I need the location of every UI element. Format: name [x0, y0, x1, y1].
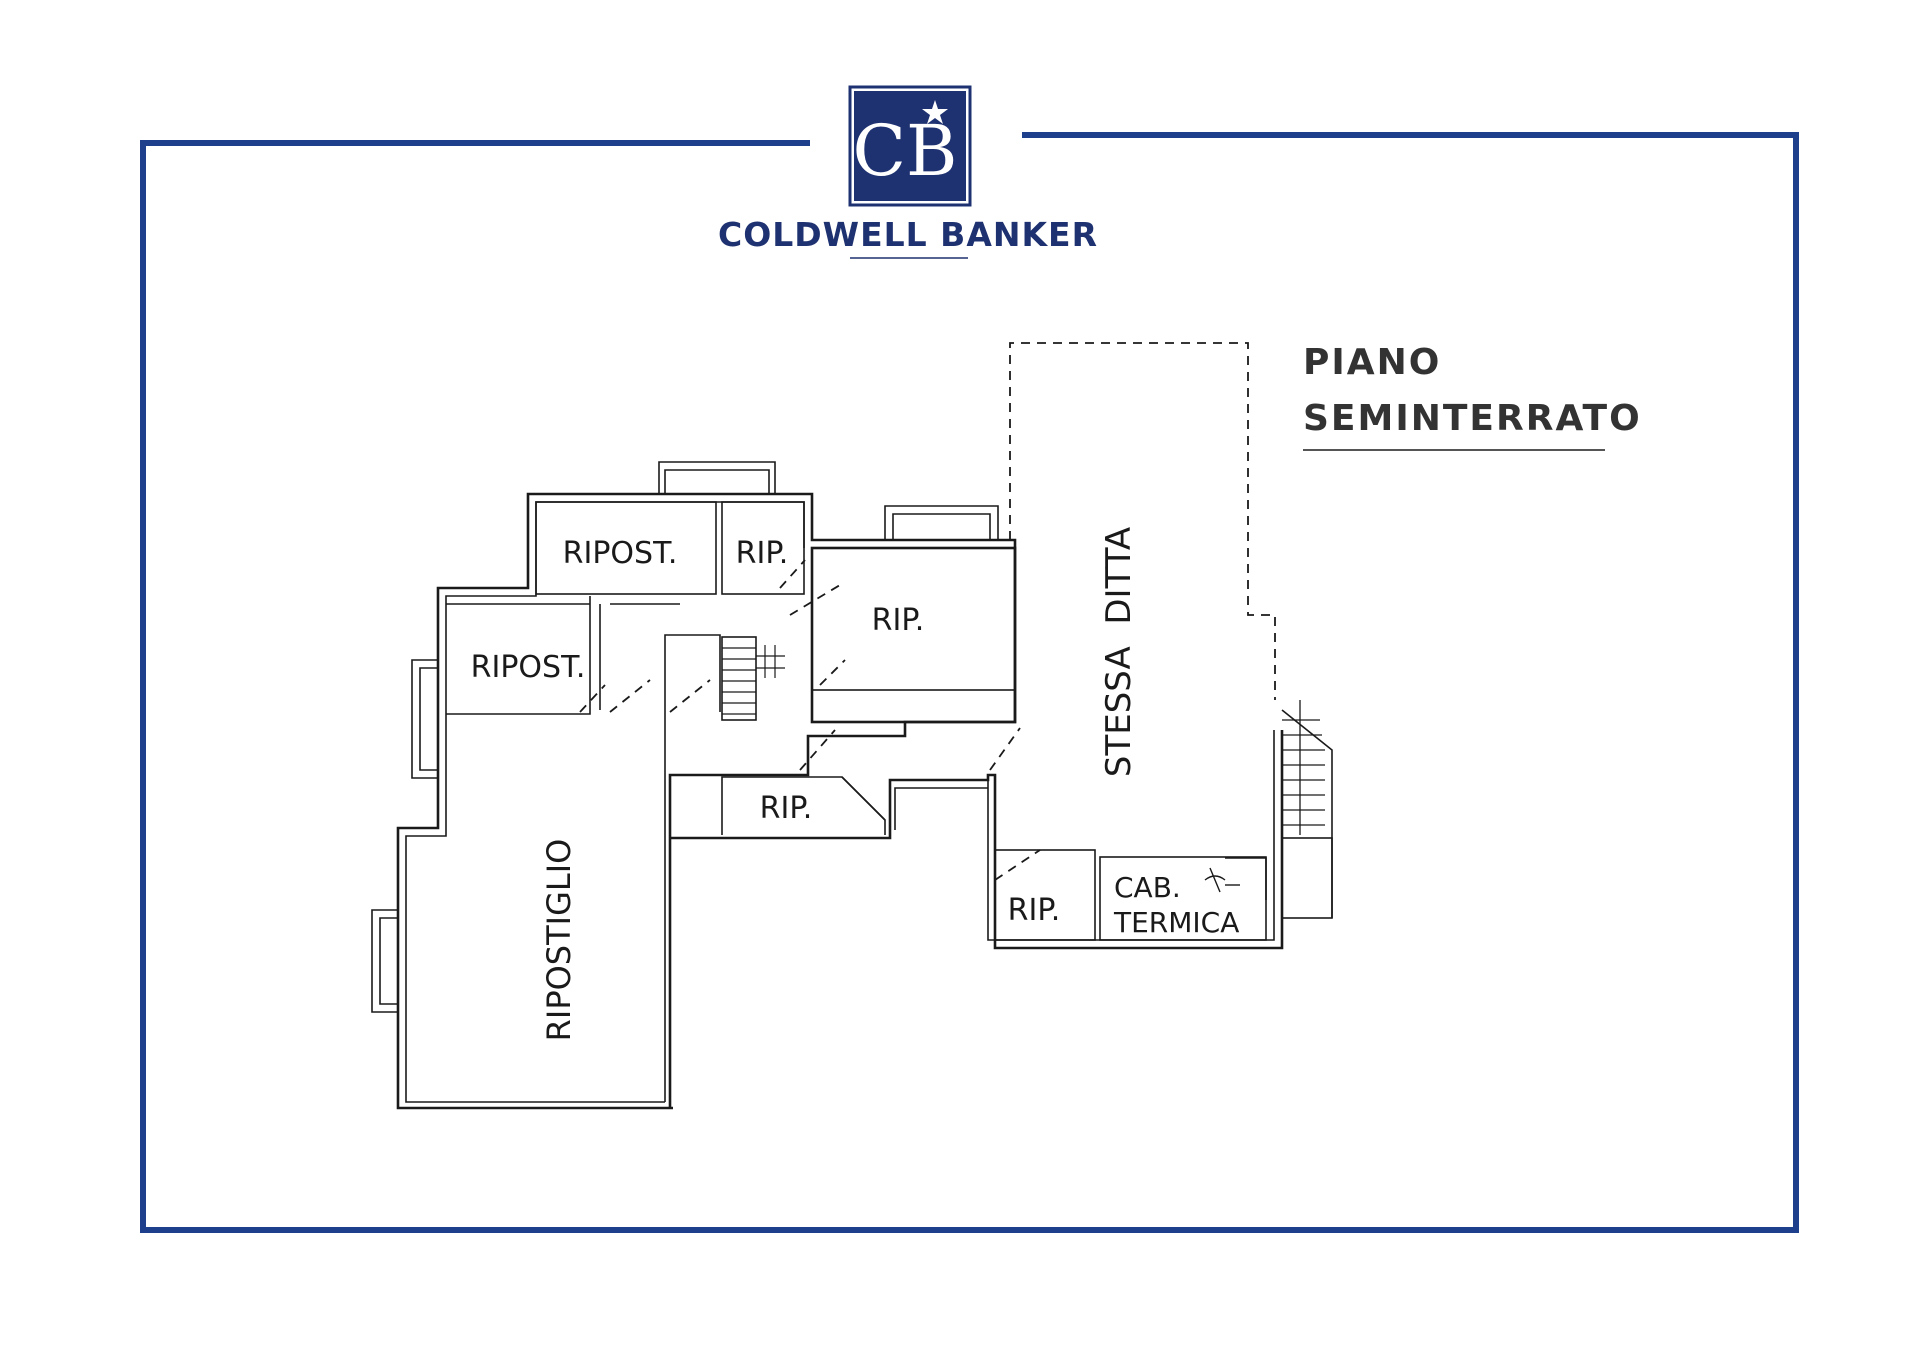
- brand-name: COLDWELL BANKER: [718, 215, 1098, 254]
- room-label-rip-middle: RIP.: [872, 603, 925, 638]
- room-label-stessa-ditta: STESSA DITTA: [1099, 527, 1139, 777]
- floor-title-line1: PIANO: [1303, 342, 1441, 383]
- room-label-cab-line2: TERMICA: [1113, 906, 1239, 939]
- logo-letters: CB: [853, 110, 958, 192]
- room-label-rip-bottom: RIP.: [1008, 893, 1061, 928]
- plan-dashed-area: [579, 342, 1276, 881]
- plan-walls: [371, 461, 1333, 1110]
- logo-star-icon: [922, 100, 948, 124]
- room-label-ripost-top: RIPOST.: [563, 536, 678, 571]
- room-label-ripost-left: RIPOST.: [471, 650, 586, 685]
- room-label-cab-line1: CAB.: [1114, 871, 1181, 904]
- floor-title: PIANO SEMINTERRATO: [1303, 342, 1642, 451]
- room-label-rip-top: RIP.: [736, 536, 789, 571]
- room-labels: RIPOST. RIP. RIP. RIPOST. RIPOSTIGLIO RI…: [471, 527, 1240, 1041]
- brand-logo: CB COLDWELL BANKER: [718, 85, 1098, 259]
- room-label-ripostiglio: RIPOSTIGLIO: [540, 839, 578, 1042]
- room-label-rip-small: RIP.: [760, 791, 813, 826]
- page-frame: [140, 132, 1799, 1233]
- floor-title-line2: SEMINTERRATO: [1303, 398, 1642, 439]
